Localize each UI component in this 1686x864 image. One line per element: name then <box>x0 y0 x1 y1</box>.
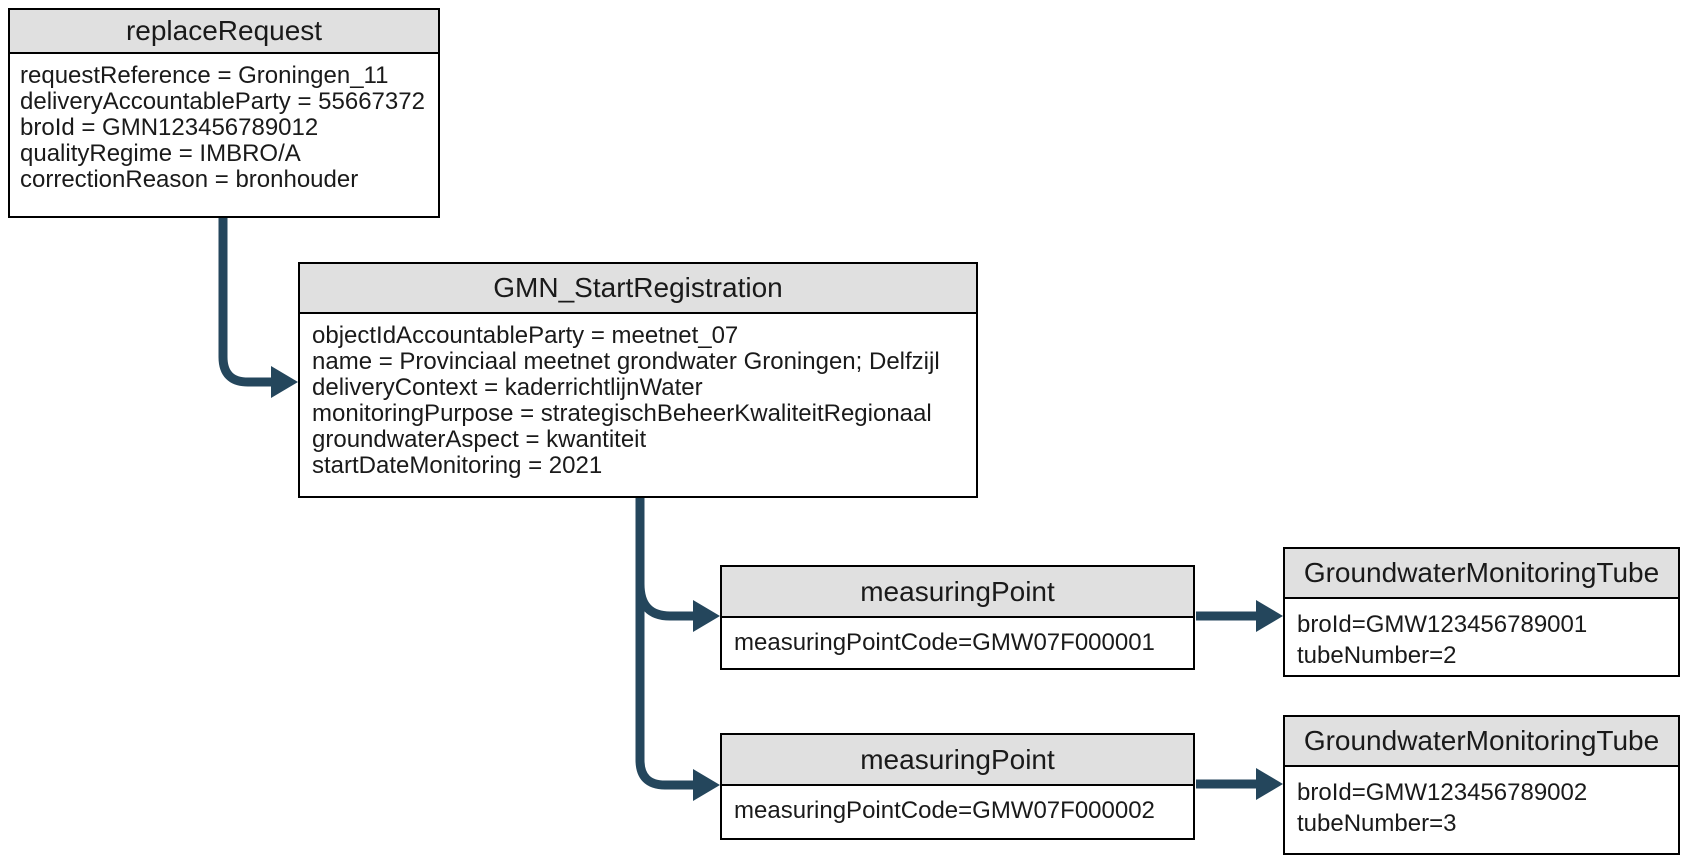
node-title: GMN_StartRegistration <box>300 264 976 314</box>
node-title-label: measuringPoint <box>860 743 1055 775</box>
attribute-line: qualityRegime = IMBRO/A <box>20 140 301 167</box>
node-measuring-point-1: measuringPoint measuringPointCode=GMW07F… <box>720 565 1195 670</box>
node-title: replaceRequest <box>10 10 438 54</box>
node-title-label: measuringPoint <box>860 575 1055 607</box>
arrow-gmn-to-measuring-point-2 <box>635 496 720 801</box>
node-title: GroundwaterMonitoringTube <box>1285 549 1678 599</box>
attribute-line: correctionReason = bronhouder <box>20 166 359 193</box>
attribute-line: objectIdAccountableParty = meetnet_07 <box>312 322 739 349</box>
node-title-label: GMN_StartRegistration <box>493 272 783 303</box>
attribute-line: groundwaterAspect = kwantiteit <box>312 426 647 453</box>
attribute-line: broId = GMN123456789012 <box>20 114 319 141</box>
node-replace-request: replaceRequest requestReference = Gronin… <box>8 8 440 218</box>
node-body: measuringPointCode=GMW07F000002 <box>722 786 1193 824</box>
attribute-line: measuringPointCode=GMW07F000002 <box>734 797 1155 824</box>
attribute-line: monitoringPurpose = strategischBeheerKwa… <box>312 400 932 427</box>
node-body: broId=GMW123456789001 tubeNumber=2 <box>1285 599 1678 671</box>
node-body: broId=GMW123456789002 tubeNumber=3 <box>1285 767 1678 839</box>
arrow-replace-request-to-gmn <box>218 216 298 398</box>
arrow-measuring-point-1-to-tube-1 <box>1196 600 1283 632</box>
node-gmn-start-registration: GMN_StartRegistration objectIdAccountabl… <box>298 262 978 498</box>
arrow-gmn-to-measuring-point-1 <box>635 583 720 632</box>
node-groundwater-monitoring-tube-1: GroundwaterMonitoringTube broId=GMW12345… <box>1283 547 1680 677</box>
attribute-line: startDateMonitoring = 2021 <box>312 452 603 479</box>
node-title: measuringPoint <box>722 735 1193 786</box>
arrow-measuring-point-2-to-tube-2 <box>1196 768 1283 800</box>
attribute-line: tubeNumber=2 <box>1297 642 1457 669</box>
node-title-label: replaceRequest <box>125 15 323 46</box>
node-measuring-point-2: measuringPoint measuringPointCode=GMW07F… <box>720 733 1195 840</box>
attribute-line: deliveryAccountableParty = 55667372 <box>20 88 425 115</box>
attribute-line: tubeNumber=3 <box>1297 810 1457 837</box>
node-title: measuringPoint <box>722 567 1193 618</box>
attribute-line: requestReference = Groningen_11 <box>20 62 389 89</box>
attribute-line: measuringPointCode=GMW07F000001 <box>734 629 1155 656</box>
attribute-line: broId=GMW123456789001 <box>1297 611 1588 638</box>
attribute-line: name = Provinciaal meetnet grondwater Gr… <box>312 348 940 375</box>
node-groundwater-monitoring-tube-2: GroundwaterMonitoringTube broId=GMW12345… <box>1283 715 1680 855</box>
attribute-line: broId=GMW123456789002 <box>1297 779 1588 806</box>
node-title-label: GroundwaterMonitoringTube <box>1303 725 1660 756</box>
node-title: GroundwaterMonitoringTube <box>1285 717 1678 767</box>
node-body: objectIdAccountableParty = meetnet_07 na… <box>300 314 976 479</box>
node-title-label: GroundwaterMonitoringTube <box>1303 557 1660 588</box>
attribute-line: deliveryContext = kaderrichtlijnWater <box>312 374 703 401</box>
node-body: measuringPointCode=GMW07F000001 <box>722 618 1193 656</box>
node-body: requestReference = Groningen_11 delivery… <box>10 54 438 193</box>
